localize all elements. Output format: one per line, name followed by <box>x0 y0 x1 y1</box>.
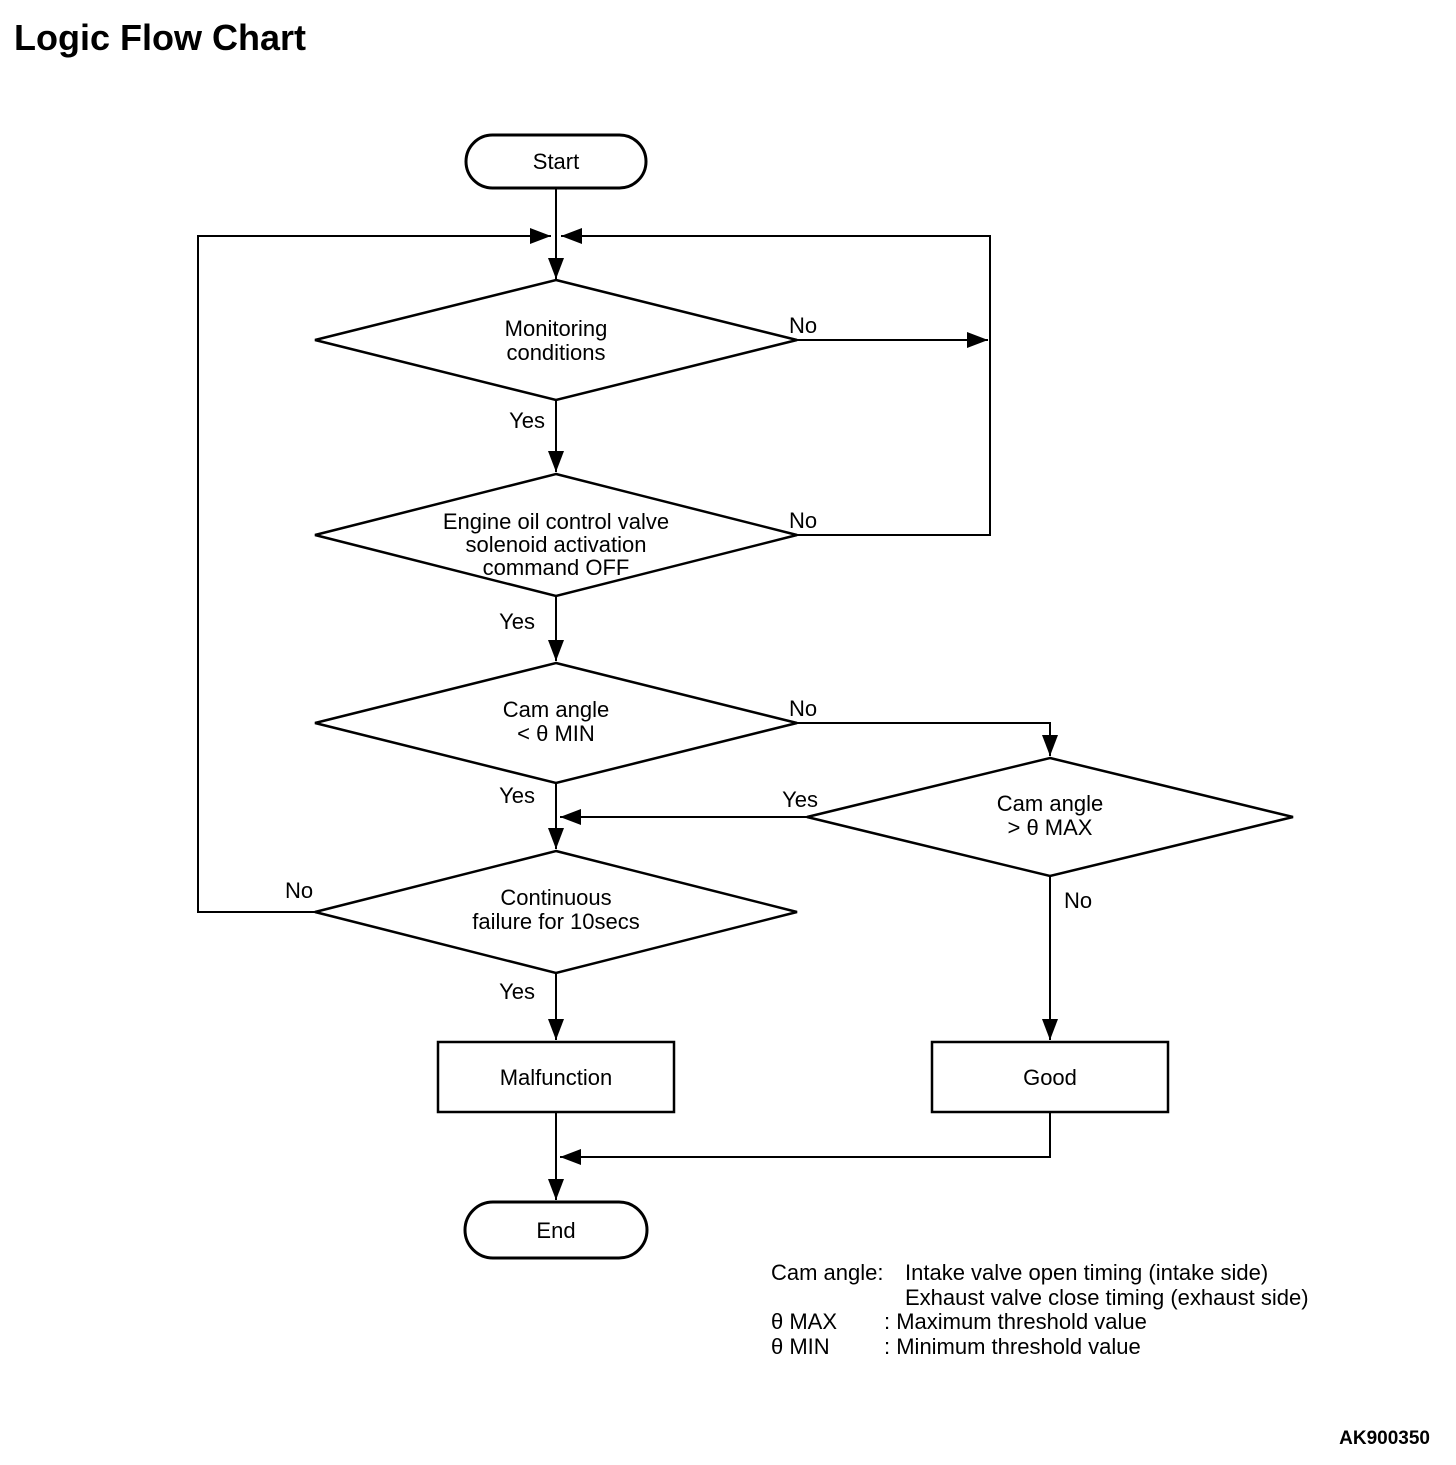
start-label: Start <box>533 149 579 174</box>
monitoring-label-line1: Monitoring <box>505 316 608 341</box>
cam-min-label-line1: Cam angle <box>503 697 609 722</box>
cam-max-no-label: No <box>1064 888 1092 913</box>
monitoring-no-label: No <box>789 313 817 338</box>
oil-valve-label-line1: Engine oil control valve <box>443 509 669 534</box>
monitoring-label-line2: conditions <box>506 340 605 365</box>
cam-min-label-line2: < θ MIN <box>517 721 595 746</box>
decision-oil-valve-command-off <box>314 472 798 598</box>
oil-valve-label-line2: solenoid activation <box>465 532 646 557</box>
continuous-failure-no-label: No <box>285 878 313 903</box>
good-node <box>930 1040 1170 1114</box>
end-label: End <box>536 1218 575 1243</box>
cam-min-yes-label: Yes <box>499 783 535 808</box>
decision-continuous-failure <box>314 849 798 975</box>
edge-cam-min-no <box>797 722 1058 756</box>
legend-cam-angle-def-line2: Exhaust valve close timing (exhaust side… <box>905 1285 1309 1310</box>
decision-monitoring-conditions <box>314 278 798 402</box>
edge-oil-valve-no-loop <box>561 228 991 536</box>
good-label: Good <box>1023 1065 1077 1090</box>
legend-theta-max-term: θ MAX <box>771 1309 837 1334</box>
legend-theta-min-term: θ MIN <box>771 1334 830 1359</box>
page-title: Logic Flow Chart <box>14 17 306 58</box>
oil-valve-no-label: No <box>789 508 817 533</box>
cam-max-yes-label: Yes <box>782 787 818 812</box>
continuous-failure-label-line1: Continuous <box>500 885 611 910</box>
malfunction-node <box>436 1040 676 1114</box>
monitoring-yes-label: Yes <box>509 408 545 433</box>
cam-max-label-line1: Cam angle <box>997 791 1103 816</box>
edge-continuous-no-loop <box>197 228 551 913</box>
legend-cam-angle-def-line1: Intake valve open timing (intake side) <box>905 1260 1268 1285</box>
legend-theta-min-def: : Minimum threshold value <box>884 1334 1141 1359</box>
end-node <box>463 1200 649 1260</box>
decision-cam-angle-min <box>314 661 798 785</box>
oil-valve-label-line3: command OFF <box>483 555 630 580</box>
malfunction-label: Malfunction <box>500 1065 613 1090</box>
cam-max-label-line2: > θ MAX <box>1008 815 1093 840</box>
edge-good-to-end-merge <box>560 1112 1051 1165</box>
legend-theta-max-def: : Maximum threshold value <box>884 1309 1147 1334</box>
cam-min-no-label: No <box>789 696 817 721</box>
decision-cam-angle-max <box>806 756 1294 878</box>
continuous-failure-label-line2: failure for 10secs <box>472 909 640 934</box>
legend-cam-angle-term: Cam angle: <box>771 1260 884 1285</box>
continuous-failure-yes-label: Yes <box>499 979 535 1004</box>
oil-valve-yes-label: Yes <box>499 609 535 634</box>
start-node <box>464 133 648 190</box>
figure-code: AK900350 <box>1339 1428 1430 1449</box>
